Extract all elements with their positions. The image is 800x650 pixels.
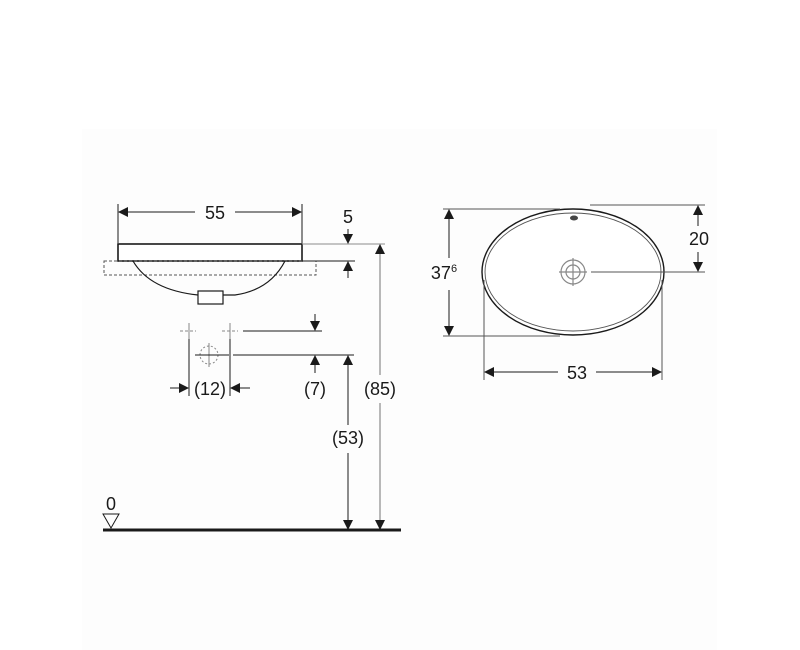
tap-offset-label: (7) (304, 379, 326, 399)
drain-offset-label: 20 (689, 229, 709, 249)
countertop-outline (103, 260, 317, 276)
basin-bowl (132, 260, 286, 296)
depth-label: 376 (431, 263, 457, 283)
drain-icon (559, 258, 587, 286)
overflow-hole-icon (570, 215, 578, 221)
floor-level-label: 0 (106, 494, 116, 514)
drain-height-label: (53) (332, 428, 364, 448)
total-height-label: (85) (364, 379, 396, 399)
top-width-label: 53 (567, 363, 587, 383)
width-55-label: 55 (205, 203, 225, 223)
rim-thickness-label: 5 (343, 207, 353, 227)
basin-rim (117, 243, 303, 262)
top-view: 376 20 53 (431, 204, 709, 383)
floor-level-marker-icon (102, 513, 120, 530)
tap-spacing-label: (12) (194, 379, 226, 399)
drain-outlet (197, 290, 224, 305)
side-view: 55 5 (12) (7) (53) (85) 0 (102, 203, 401, 532)
